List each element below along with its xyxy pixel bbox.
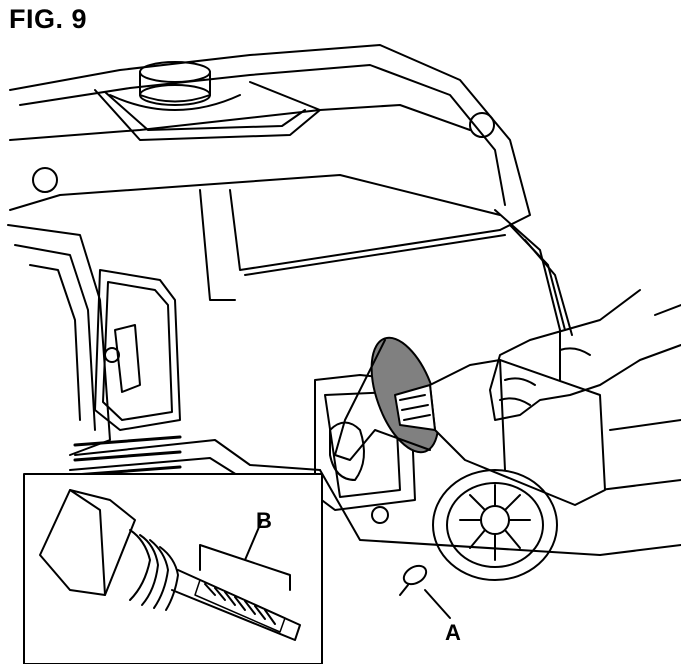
dipstick-part-a	[399, 564, 451, 619]
inset-detail	[23, 473, 323, 664]
wheel	[432, 469, 558, 581]
callout-label-a: A	[445, 620, 461, 645]
screw-hole-1	[32, 167, 58, 193]
fuel-cap	[94, 61, 321, 141]
vent-slots	[73, 435, 182, 477]
callout-label-b: B	[256, 508, 272, 533]
screw-hole-3	[371, 506, 389, 524]
figure-label: FIG. 9	[9, 4, 88, 34]
hand	[489, 289, 681, 421]
screw-hole-2	[469, 112, 495, 138]
generator-housing	[7, 44, 681, 556]
access-panel	[94, 269, 181, 431]
